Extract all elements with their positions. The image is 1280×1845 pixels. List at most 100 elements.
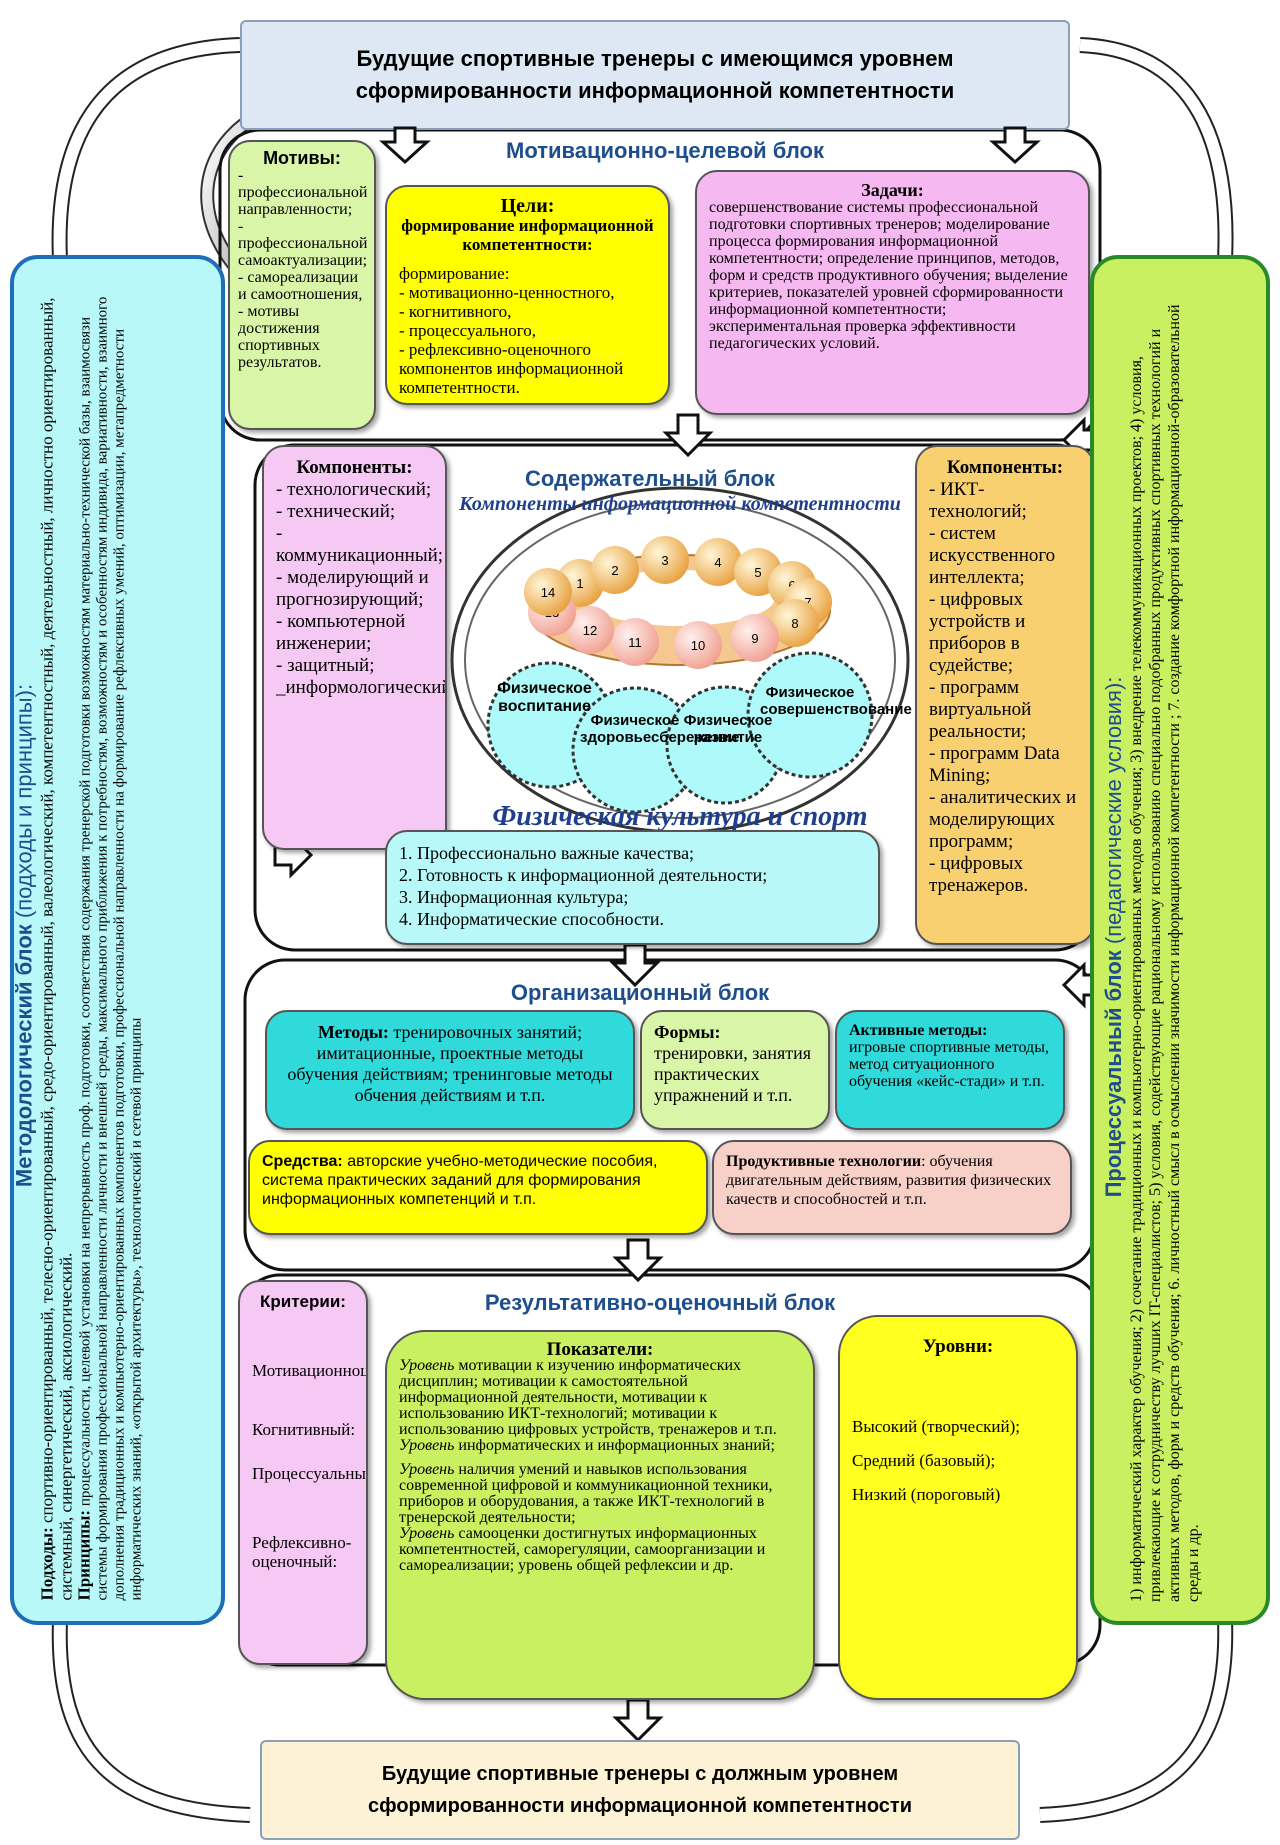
right-components-text: - ИКТ-технологий; - систем искусственног… xyxy=(929,479,1077,896)
goals-text: формирование: - мотивационно-ценностного… xyxy=(399,264,624,397)
down-arrow-3 xyxy=(662,413,714,458)
ring-ball-3 xyxy=(641,536,689,584)
methods-box: Методы: тренировочных занятий; имитацион… xyxy=(265,1010,635,1130)
level-3: Низкий (пороговый) xyxy=(852,1485,1001,1504)
quality-3: 3. Информационная культура; xyxy=(399,887,629,907)
methodological-panel-content: Методологический блок (подходы и принцип… xyxy=(6,261,211,1611)
circle-physical-improvement xyxy=(746,651,874,779)
level-1: Высокий (творческий); xyxy=(852,1417,1020,1436)
bottom-caption: Физическая культура и спорт xyxy=(492,801,867,832)
tasks-box: Задачи: совершенствование системы профес… xyxy=(695,170,1090,415)
methodological-title-suffix: (подходы и принципы): xyxy=(11,683,37,925)
indicator-2-text: информатических и информационных знаний; xyxy=(454,1437,775,1454)
down-arrow-5 xyxy=(612,1238,664,1283)
motives-box: Мотивы: - профессиональной направленност… xyxy=(228,140,376,430)
indicators-box: Показатели: Уровень мотивации к изучению… xyxy=(385,1330,815,1700)
indicator-4: Уровень самооценки достигнутых информаци… xyxy=(399,1526,801,1574)
means-text: авторские учебно-методические пособия, с… xyxy=(262,1153,658,1208)
ring-ball-10 xyxy=(674,621,722,669)
forms-text: тренировки, занятия практических упражне… xyxy=(654,1043,812,1105)
indicator-4-lead: Уровень xyxy=(399,1525,455,1542)
indicator-1-lead: Уровень xyxy=(399,1357,455,1374)
left-components-box: Компоненты: - технологический; - техниче… xyxy=(262,445,447,850)
procedural-text: 1) информатический характер обучения; 2)… xyxy=(1128,304,1202,1602)
means-box: Средства: авторские учебно-методические … xyxy=(248,1140,708,1235)
criteria-box: Критерии: Мотивационноценностный: Когнит… xyxy=(238,1280,368,1665)
methods-text: тренировочных занятий; имитационные, про… xyxy=(287,1022,613,1105)
criterion-3: Процессуальный: xyxy=(252,1464,368,1483)
down-arrow-4 xyxy=(609,943,661,988)
left-components-title: Компоненты: xyxy=(296,457,413,478)
left-components-text: - технологический; - технический; - комм… xyxy=(276,479,447,698)
methodological-title: Методологический блок xyxy=(11,924,37,1188)
procedural-title: Процессуальный блок xyxy=(1101,950,1126,1198)
ring-number-3: 3 xyxy=(661,553,668,568)
ring-ball-2 xyxy=(591,546,639,594)
quality-4: 4. Информатические способности. xyxy=(399,909,664,929)
ring-ball-11 xyxy=(611,618,659,666)
ring-number-8: 8 xyxy=(791,616,798,631)
methodological-panel xyxy=(10,255,225,1625)
productive-tech-box: Продуктивные технологии: обучения двигат… xyxy=(712,1140,1072,1235)
methods-title: Методы: xyxy=(317,1022,389,1042)
ring-number-4: 4 xyxy=(714,555,721,570)
org-block-title: Организационный блок xyxy=(510,980,770,1005)
tasks-text: совершенствование системы профессиональн… xyxy=(709,199,1068,352)
indicator-3: Уровень наличия умений и навыков использ… xyxy=(399,1462,801,1526)
ring-ball-8 xyxy=(771,599,819,647)
criterion-4: Рефлексивно-оценочный: xyxy=(252,1533,352,1571)
start-state-text: Будущие спортивные тренеры с имеющимся у… xyxy=(355,46,955,103)
ring-number-2: 2 xyxy=(611,563,618,578)
productive-tech-title: Продуктивные технологии xyxy=(726,1153,922,1170)
principles-text: процессуальности, целевой установки на н… xyxy=(77,296,145,1601)
end-state-text: Будущие спортивные тренеры с должным уро… xyxy=(367,1763,913,1817)
competence-ring-illustration: 1234567891011121314 Компоненты информаци… xyxy=(450,486,910,834)
down-arrow-2 xyxy=(989,126,1041,165)
ring-number-7: 7 xyxy=(804,595,811,610)
goals-box: Цели: формирование информационной компет… xyxy=(385,185,670,405)
right-components-title: Компоненты: xyxy=(946,457,1064,478)
indicator-2-lead: Уровень xyxy=(399,1437,455,1454)
forms-box: Формы: тренировки, занятия практических … xyxy=(640,1010,830,1130)
criteria-title: Критерии: xyxy=(260,1292,346,1311)
level-2: Средний (базовый); xyxy=(852,1451,996,1470)
productive-tech-text: : обучения двигательным действиям, разви… xyxy=(726,1153,1052,1208)
circle-label-4: Физическое совершенствование xyxy=(760,684,912,718)
indicator-1: Уровень мотивации к изучению информатиче… xyxy=(399,1358,801,1438)
motives-text: - профессиональной направленности; - про… xyxy=(238,167,368,371)
procedural-panel xyxy=(1090,255,1270,1625)
qualities-box: 1. Профессионально важные качества; 2. Г… xyxy=(385,830,880,945)
principles-label: Принципы: xyxy=(74,1509,94,1601)
active-methods-title: Активные методы: xyxy=(849,1022,988,1039)
down-arrow-6 xyxy=(612,1698,664,1743)
forms-title: Формы: xyxy=(654,1022,721,1042)
ring-ball-12 xyxy=(566,606,614,654)
content-block-title: Содержательный блок xyxy=(525,466,775,491)
indicator-3-lead: Уровень xyxy=(399,1461,455,1478)
ring-ball-4 xyxy=(694,538,742,586)
active-methods-box: Активные методы: игровые спортивные мето… xyxy=(835,1010,1065,1130)
ring-number-12: 12 xyxy=(583,623,597,638)
circle-label-1: Физическое воспитание xyxy=(497,680,592,715)
indicators-title: Показатели: xyxy=(546,1339,654,1360)
active-methods-text: игровые спортивные методы, метод ситуаци… xyxy=(849,1039,1049,1090)
result-block-title: Результативно-оценочный блок xyxy=(484,1290,836,1315)
ring-number-1: 1 xyxy=(576,576,583,591)
ring-caption: Компоненты информационной компетентности xyxy=(458,493,901,515)
approaches-label: Подходы: xyxy=(37,1527,57,1601)
tasks-title: Задачи: xyxy=(861,180,924,200)
circle-label-3: Физическое развитие xyxy=(683,712,773,746)
quality-1: 1. Профессионально важные качества; xyxy=(399,843,695,863)
means-title: Средства: xyxy=(262,1153,343,1170)
indicator-4-text: самооценки достигнутых информационных ко… xyxy=(399,1525,766,1574)
quality-2: 2. Готовность к информационной деятельно… xyxy=(399,865,768,885)
procedural-title-suffix: (педагогические условия): xyxy=(1101,676,1126,951)
down-arrow-1 xyxy=(379,126,431,165)
ring-ball-14 xyxy=(524,568,572,616)
approaches-text: спортивно-ориентированный, телесно-ориен… xyxy=(37,297,76,1601)
criterion-1: Мотивационноценностный: xyxy=(252,1361,366,1380)
ring-number-5: 5 xyxy=(754,565,761,580)
indicator-2: Уровень информатических и информационных… xyxy=(399,1438,801,1454)
indicator-1-text: мотивации к изучению информатических дис… xyxy=(399,1357,777,1438)
procedural-panel-content: Процессуальный блок (педагогические усло… xyxy=(1095,262,1265,1612)
